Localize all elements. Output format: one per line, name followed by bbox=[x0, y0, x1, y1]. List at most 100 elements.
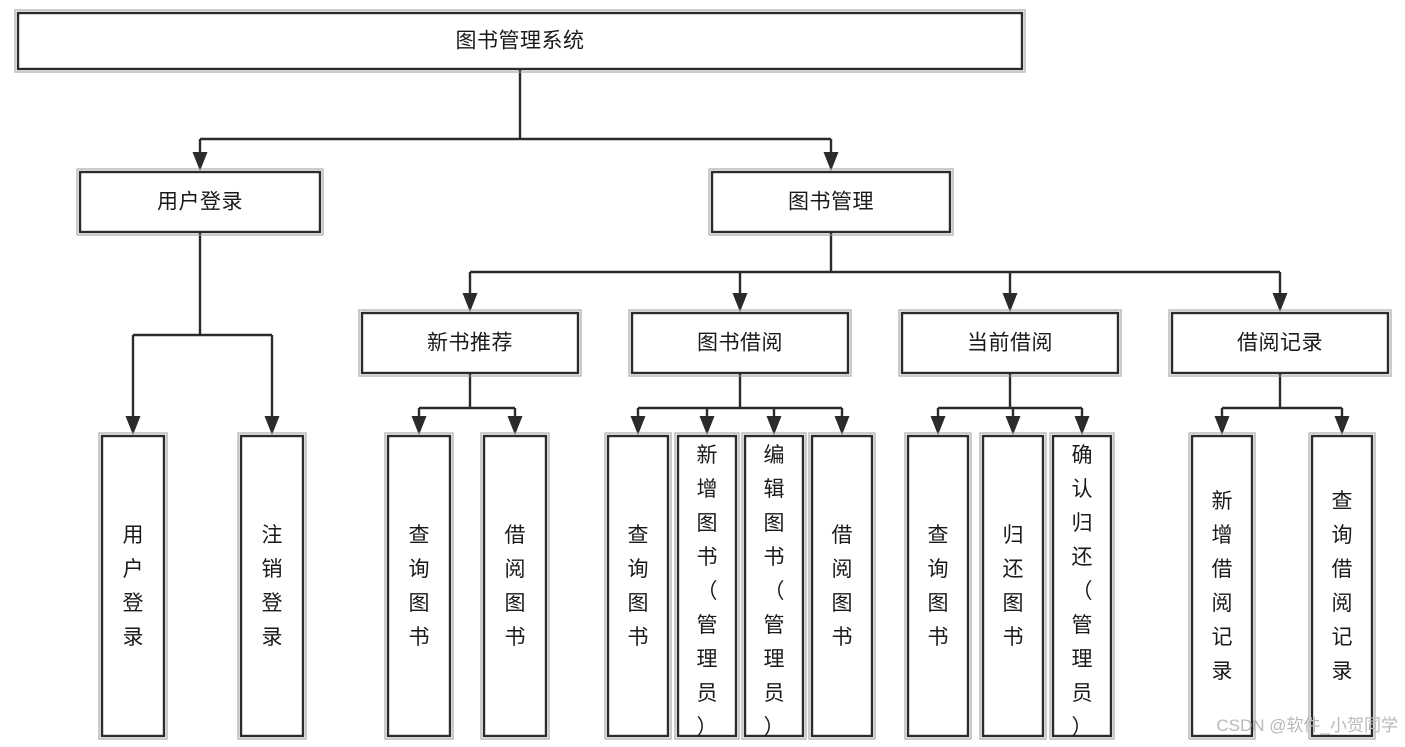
arrow-head-icon bbox=[732, 293, 748, 312]
node-box-outline bbox=[1308, 432, 1376, 740]
node-box-outline bbox=[98, 432, 168, 740]
arrow-head-icon bbox=[930, 416, 946, 435]
node-box-frame bbox=[710, 170, 952, 234]
arrow-head-icon bbox=[1005, 416, 1021, 435]
node-leaf-leaf-return-book[interactable]: 归还图书 bbox=[979, 432, 1047, 740]
node-box-frame bbox=[239, 434, 305, 738]
node-label: 查询图书 bbox=[628, 524, 649, 649]
node-label: 查询图书 bbox=[928, 524, 949, 649]
node-label: 当前借阅 bbox=[967, 332, 1053, 355]
node-box-frame bbox=[1051, 434, 1113, 738]
node-box-outline bbox=[628, 309, 852, 377]
node-label: 查询图书 bbox=[409, 524, 430, 649]
node-leaf-leaf-query-book-1[interactable]: 查询图书 bbox=[384, 432, 454, 740]
node-root[interactable]: 图书管理系统 bbox=[14, 9, 1026, 73]
node-box-outline bbox=[1188, 432, 1256, 740]
node-label: 编辑图书（管理员） bbox=[764, 444, 785, 739]
node-leaf-leaf-query-book-3[interactable]: 查询图书 bbox=[904, 432, 972, 740]
node-leaf-leaf-confirm-return[interactable]: 确认归还（管理员） bbox=[1049, 432, 1115, 740]
arrow-head-icon bbox=[1074, 416, 1090, 435]
arrow-head-icon bbox=[264, 416, 280, 435]
node-box-frame bbox=[78, 170, 322, 234]
node-label: 图书管理系统 bbox=[456, 30, 585, 53]
node-box-frame bbox=[386, 434, 452, 738]
arrow-head-icon bbox=[823, 152, 839, 171]
node-box-outline bbox=[76, 168, 324, 236]
arrow-head-icon bbox=[462, 293, 478, 312]
node-leaf-leaf-borrow-book-2[interactable]: 借阅图书 bbox=[808, 432, 876, 740]
node-box-outline bbox=[741, 432, 807, 740]
node-label: 新增借阅记录 bbox=[1212, 490, 1233, 683]
arrow-head-icon bbox=[1214, 416, 1230, 435]
node-box-frame bbox=[16, 11, 1024, 71]
node-box-outline bbox=[898, 309, 1122, 377]
node-level2-user-login[interactable]: 用户登录 bbox=[76, 168, 324, 236]
node-box-frame bbox=[630, 311, 850, 375]
node-box-frame bbox=[810, 434, 874, 738]
node-box-frame bbox=[360, 311, 580, 375]
node-label: 归还图书 bbox=[1003, 524, 1024, 649]
node-leaf-leaf-user-login[interactable]: 用户登录 bbox=[98, 432, 168, 740]
node-label: 图书管理 bbox=[788, 191, 874, 214]
arrow-head-icon bbox=[192, 152, 208, 171]
node-box-frame bbox=[676, 434, 738, 738]
arrow-head-icon bbox=[507, 416, 523, 435]
node-box-outline bbox=[1168, 309, 1392, 377]
node-box-outline bbox=[808, 432, 876, 740]
node-label: 借阅记录 bbox=[1237, 332, 1323, 355]
node-label: 借阅图书 bbox=[505, 524, 526, 649]
node-box-outline bbox=[604, 432, 672, 740]
node-box-frame bbox=[100, 434, 166, 738]
node-label: 用户登录 bbox=[157, 191, 243, 214]
node-level3-current-borrow[interactable]: 当前借阅 bbox=[898, 309, 1122, 377]
node-box-outline bbox=[674, 432, 740, 740]
arrow-head-icon bbox=[1334, 416, 1350, 435]
node-box-outline bbox=[904, 432, 972, 740]
node-box-outline bbox=[1049, 432, 1115, 740]
node-box-frame bbox=[743, 434, 805, 738]
node-box-frame bbox=[482, 434, 548, 738]
arrow-head-icon bbox=[766, 416, 782, 435]
node-box-frame bbox=[981, 434, 1045, 738]
node-leaf-leaf-borrow-book-1[interactable]: 借阅图书 bbox=[480, 432, 550, 740]
node-label: 注销登录 bbox=[262, 524, 283, 649]
node-label: 图书借阅 bbox=[697, 332, 783, 355]
connectors-layer bbox=[125, 69, 1350, 435]
arrow-head-icon bbox=[834, 416, 850, 435]
node-leaf-leaf-add-record[interactable]: 新增借阅记录 bbox=[1188, 432, 1256, 740]
node-level3-book-borrow[interactable]: 图书借阅 bbox=[628, 309, 852, 377]
node-leaf-leaf-user-logout[interactable]: 注销登录 bbox=[237, 432, 307, 740]
arrow-head-icon bbox=[125, 416, 141, 435]
watermark-label: CSDN @软件_小贺同学 bbox=[1216, 716, 1398, 735]
node-box-outline bbox=[14, 9, 1026, 73]
node-box-outline bbox=[979, 432, 1047, 740]
node-level3-new-book-recommend[interactable]: 新书推荐 bbox=[358, 309, 582, 377]
node-box-outline bbox=[708, 168, 954, 236]
node-label: 查询借阅记录 bbox=[1332, 490, 1353, 683]
arrow-head-icon bbox=[411, 416, 427, 435]
node-box-outline bbox=[237, 432, 307, 740]
node-label: 确认归还（管理员） bbox=[1072, 444, 1093, 739]
node-label: 新书推荐 bbox=[427, 332, 513, 355]
nodes-layer: 图书管理系统用户登录图书管理用户登录注销登录新书推荐查询图书借阅图书图书借阅查询… bbox=[14, 9, 1392, 740]
node-leaf-leaf-add-book[interactable]: 新增图书（管理员） bbox=[674, 432, 740, 740]
node-leaf-leaf-edit-book[interactable]: 编辑图书（管理员） bbox=[741, 432, 807, 740]
arrow-head-icon bbox=[699, 416, 715, 435]
node-box-frame bbox=[1310, 434, 1374, 738]
arrow-head-icon bbox=[630, 416, 646, 435]
node-box-outline bbox=[480, 432, 550, 740]
node-level3-borrow-record[interactable]: 借阅记录 bbox=[1168, 309, 1392, 377]
node-label: 用户登录 bbox=[123, 524, 144, 649]
node-box-frame bbox=[906, 434, 970, 738]
node-leaf-leaf-query-record[interactable]: 查询借阅记录 bbox=[1308, 432, 1376, 740]
node-level2-book-manage[interactable]: 图书管理 bbox=[708, 168, 954, 236]
node-leaf-leaf-query-book-2[interactable]: 查询图书 bbox=[604, 432, 672, 740]
node-box-frame bbox=[606, 434, 670, 738]
node-box-frame bbox=[900, 311, 1120, 375]
node-box-frame bbox=[1190, 434, 1254, 738]
arrow-head-icon bbox=[1002, 293, 1018, 312]
arrow-head-icon bbox=[1272, 293, 1288, 312]
node-box-outline bbox=[384, 432, 454, 740]
